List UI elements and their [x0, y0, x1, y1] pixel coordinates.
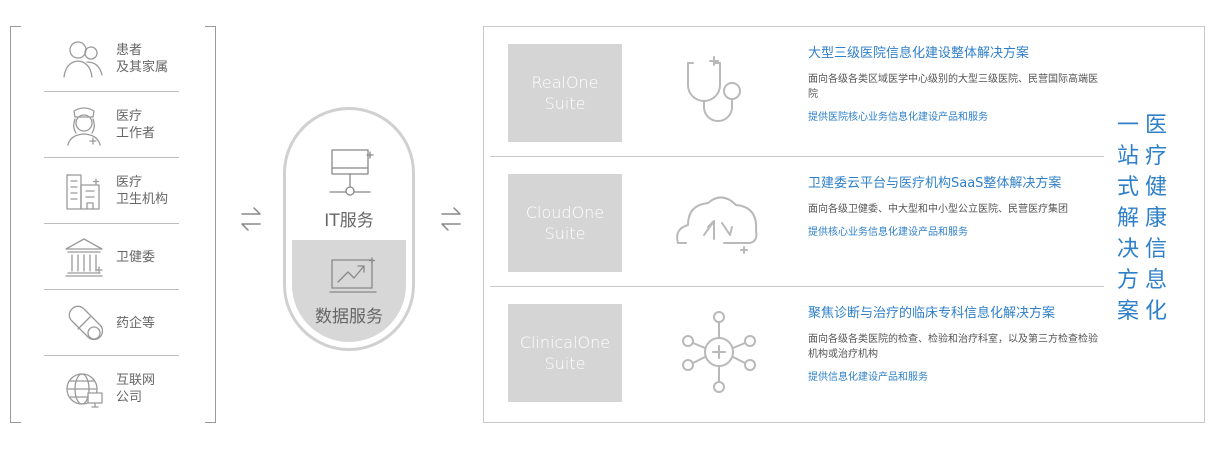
suite-description: 面向各级各类区域医学中心级别的大型三级医院、民营国际高端医院 [808, 74, 1098, 100]
suite-offer: 提供医院核心业务信息化建设产品和服务 [808, 112, 988, 123]
suite-name-box: ClinicalOne Suite [508, 304, 622, 402]
suite-offer: 提供信息化建设产品和服务 [808, 372, 928, 383]
pharma-capsule-icon [68, 305, 104, 341]
stakeholder-label: 药企等 [116, 315, 156, 331]
medical-worker-icon [67, 107, 101, 146]
patient-family-icon [63, 41, 103, 78]
vertical-title-char: 站 [1117, 144, 1140, 169]
internet-company-icon [66, 373, 103, 408]
stethoscope-icon [687, 56, 741, 122]
data-service-section [292, 240, 406, 342]
vertical-title: 一 站 式 解 决 方 案 医 疗 健 康 信 息 化 [1117, 110, 1197, 327]
vertical-title-char: 医 [1145, 113, 1168, 138]
stakeholder-label: 卫健委 [116, 249, 156, 265]
suite-description: 面向各级卫健委、中大型和中小型公立医院、民营医疗集团 [808, 204, 1068, 215]
suite-title: 大型三级医院信息化建设整体解决方案 [808, 46, 1030, 61]
suite-title: 卫建委云平台与医疗机构SaaS整体解决方案 [808, 176, 1062, 191]
stakeholder-label: 患者 及其家属 [116, 43, 169, 75]
vertical-title-char: 解 [1117, 206, 1140, 231]
bidirectional-arrow-icon [241, 207, 261, 231]
suite-description: 面向各级各类医院的检查、检验和治疗科室，以及第三方检查检验机构或治疗机构 [808, 334, 1098, 360]
suite-row-clinicalone: ClinicalOne Suite 聚焦诊断与治疗的临床专科信息化解决方案 面向… [484, 287, 1104, 422]
vertical-title-char: 疗 [1145, 144, 1168, 169]
vertical-title-char: 决 [1117, 237, 1140, 262]
data-chart-icon [329, 257, 377, 293]
suite-name-box: CloudOne Suite [508, 174, 622, 272]
suite-offer: 提供核心业务信息化建设产品和服务 [808, 227, 968, 238]
suite-name-box: RealOne Suite [508, 44, 622, 142]
vertical-title-char: 息 [1145, 268, 1168, 293]
solutions-panel: RealOne Suite 大型三级医院信息化建设整体解决方案 面向各级各类区域… [483, 26, 1205, 423]
vertical-title-char: 化 [1145, 299, 1168, 324]
stakeholder-label: 互联网 公司 [116, 373, 156, 405]
health-commission-icon [65, 238, 103, 277]
bidirectional-arrow-icon [441, 207, 461, 231]
stakeholder-patient-family: 患者 及其家属 [44, 26, 179, 92]
vertical-title-char: 健 [1145, 175, 1168, 200]
vertical-title-char: 一 [1117, 113, 1140, 138]
vertical-title-char: 案 [1117, 299, 1140, 324]
stakeholder-medical-worker: 医疗 工作者 [44, 92, 179, 158]
suite-title: 聚焦诊断与治疗的临床专科信息化解决方案 [808, 306, 1056, 321]
stakeholder-health-commission: 卫健委 [44, 224, 179, 290]
suite-row-cloudone: CloudOne Suite 卫建委云平台与医疗机构SaaS整体解决方案 面向各… [484, 157, 1104, 287]
service-capsule: IT服务 数据服务 [283, 107, 415, 351]
data-service-label: 数据服务 [315, 307, 383, 327]
stakeholder-health-institution: 医疗 卫生机构 [44, 158, 179, 224]
stakeholder-list: 患者 及其家属 医疗 工作者 医疗 卫生机构 卫健委 [44, 26, 179, 421]
vertical-title-char: 方 [1117, 268, 1140, 293]
left-bracket [10, 26, 21, 423]
cloud-sync-icon [676, 196, 758, 254]
vertical-title-char: 式 [1117, 175, 1140, 200]
network-node-icon [682, 311, 756, 393]
vertical-title-column-2: 医 疗 健 康 信 息 化 [1145, 110, 1167, 327]
right-bracket [205, 26, 216, 423]
stakeholder-label: 医疗 卫生机构 [116, 175, 169, 207]
suite-row-realone: RealOne Suite 大型三级医院信息化建设整体解决方案 面向各级各类区域… [484, 27, 1104, 157]
it-service-label: IT服务 [324, 211, 374, 231]
health-institution-icon [66, 174, 100, 210]
vertical-title-char: 康 [1145, 206, 1168, 231]
server-network-icon [329, 149, 374, 196]
stakeholder-label: 医疗 工作者 [116, 109, 156, 141]
vertical-title-char: 信 [1145, 237, 1168, 262]
vertical-title-column-1: 一 站 式 解 决 方 案 [1117, 110, 1139, 327]
stakeholder-internet-company: 互联网 公司 [44, 356, 179, 422]
stakeholder-pharma: 药企等 [44, 290, 179, 356]
